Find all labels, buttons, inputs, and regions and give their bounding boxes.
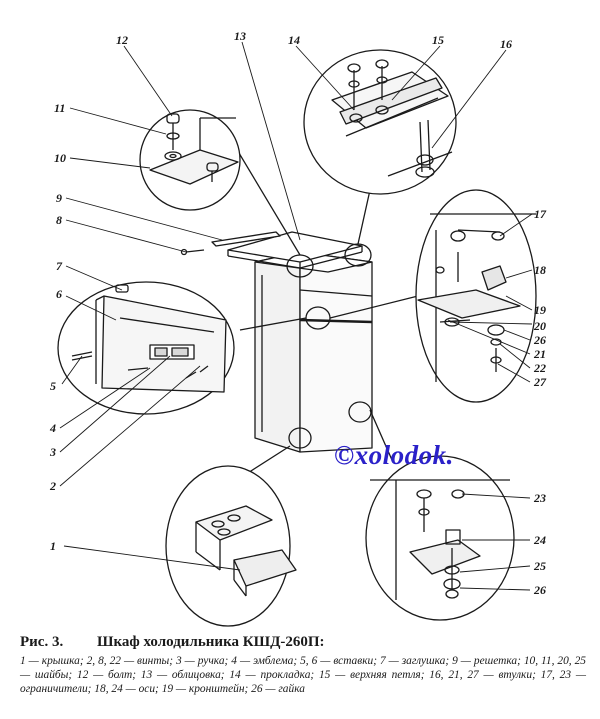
figure-title: Шкаф холодильника КШД-260П: [96, 634, 325, 650]
inset-bottom-center [165, 465, 297, 627]
callout-26: 26 [533, 333, 546, 347]
inset-top-left [139, 109, 241, 211]
inset-bottom-right [365, 455, 515, 621]
callout-2: 2 [49, 479, 56, 493]
watermark: ©xolodok. [334, 440, 454, 470]
callout-9: 9 [56, 191, 62, 205]
callout-3: 3 [49, 445, 56, 459]
callout-12: 12 [116, 33, 128, 47]
exploded-view-drawing: 1 2 3 4 5 6 7 8 9 10 11 12 13 14 15 16 1… [49, 29, 547, 627]
callout-15: 15 [432, 33, 444, 47]
inset-left [57, 281, 235, 415]
callout-18: 18 [534, 263, 546, 277]
callout-27: 27 [533, 375, 547, 389]
callout-14: 14 [288, 33, 300, 47]
parts-legend: 1 — крышка; 2, 8, 22 — винты; 3 — ручка;… [20, 655, 586, 695]
inset-right [415, 189, 537, 403]
callout-16: 16 [500, 37, 512, 51]
callout-1: 1 [50, 539, 56, 553]
callout-10: 10 [54, 151, 66, 165]
callout-7: 7 [56, 259, 63, 273]
callout-labels: 1 2 3 4 5 6 7 8 9 10 11 12 13 14 15 16 1… [49, 29, 547, 597]
callout-19: 19 [534, 303, 546, 317]
cabinet-body [254, 251, 373, 453]
screw-8 [180, 248, 205, 256]
callout-23: 23 [533, 491, 546, 505]
callout-20: 20 [533, 319, 546, 333]
grille-9 [211, 231, 281, 247]
inset-top-right [303, 49, 457, 195]
callout-24: 24 [533, 533, 546, 547]
callout-6: 6 [56, 287, 62, 301]
callout-4: 4 [49, 421, 56, 435]
callout-11: 11 [54, 101, 65, 115]
figure-caption: Рис. 3. Шкаф холодильника КШД-260П: 1 — … [20, 634, 586, 696]
figure-label: Рис. 3. [20, 634, 64, 650]
callout-13: 13 [234, 29, 246, 43]
callout-5: 5 [50, 379, 56, 393]
callout-22: 22 [533, 361, 546, 375]
callout-8: 8 [56, 213, 62, 227]
callout-17: 17 [534, 207, 547, 221]
callout-21: 21 [533, 347, 546, 361]
callout-25: 25 [533, 559, 546, 573]
caption-heading: Рис. 3. Шкаф холодильника КШД-260П: [20, 634, 586, 651]
callout-26b: 26 [533, 583, 546, 597]
